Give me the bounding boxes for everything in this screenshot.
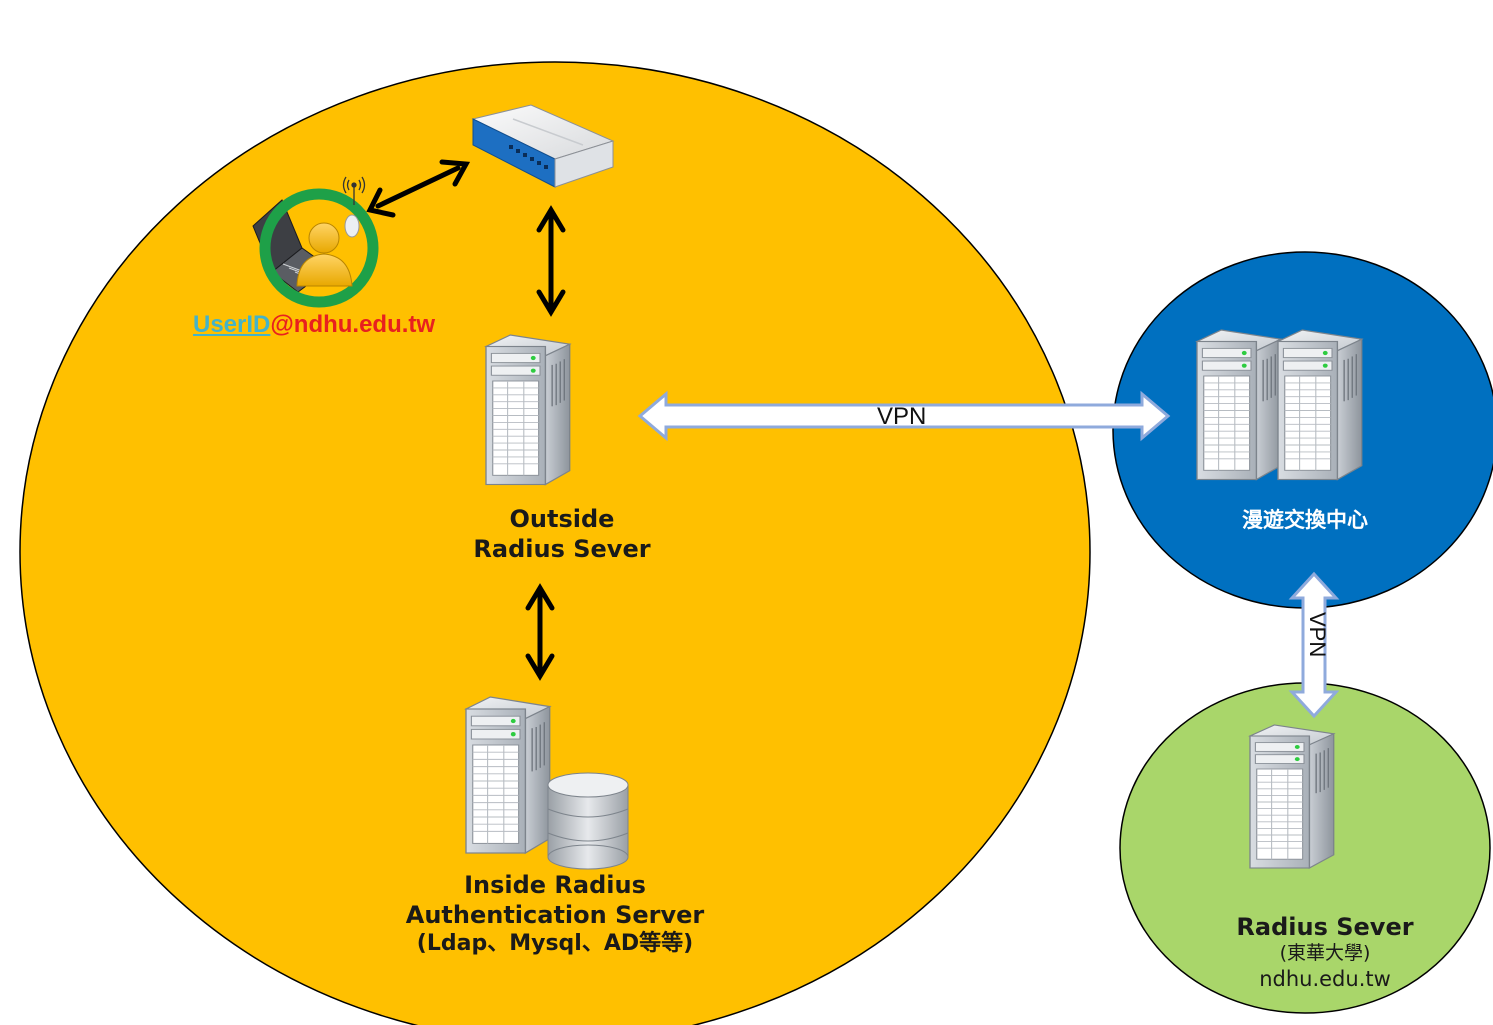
outside-server-line1: Outside xyxy=(509,505,615,533)
user-account-label: UserID@ndhu.edu.tw xyxy=(193,311,435,339)
vpn-vertical-arrow xyxy=(1288,571,1340,719)
outside-server-label: Outside Radius Sever xyxy=(452,504,672,564)
link-switch-outside xyxy=(536,205,566,317)
roaming-center-text: 漫遊交換中心 xyxy=(1242,508,1368,532)
user-highlight-ring xyxy=(259,188,379,308)
inside-server-label: Inside Radius Authentication Server (Lda… xyxy=(380,870,730,958)
inside-server-line2: Authentication Server xyxy=(405,901,705,929)
userid-link[interactable]: UserID xyxy=(193,311,271,338)
user-domain: @ndhu.edu.tw xyxy=(270,311,436,338)
wifi-signal-icon xyxy=(342,176,366,205)
laptop-user-icon xyxy=(252,188,379,308)
outside-radius-server-icon xyxy=(485,334,571,486)
remote-server-line3: ndhu.edu.tw xyxy=(1259,966,1391,991)
link-outside-inside xyxy=(525,583,555,681)
inside-radius-server-icon xyxy=(465,696,551,854)
remote-server-line2: (東華大學) xyxy=(1279,942,1371,964)
switch-icon xyxy=(471,104,615,188)
vpn-vertical-label: VPN xyxy=(1305,612,1330,658)
outside-server-line2: Radius Sever xyxy=(473,535,651,563)
local-campus-zone xyxy=(19,61,1091,1025)
remote-server-label: Radius Sever (東華大學) ndhu.edu.tw xyxy=(1210,912,1440,992)
remote-radius-server-icon xyxy=(1249,724,1335,869)
roaming-server-icon-1 xyxy=(1196,329,1282,481)
roaming-server-icon-2 xyxy=(1277,329,1363,481)
database-icon xyxy=(547,772,629,870)
inside-server-line1: Inside Radius xyxy=(464,871,646,899)
roaming-center-label: 漫遊交換中心 xyxy=(1210,507,1400,533)
vpn-horizontal-arrow xyxy=(637,390,1171,442)
remote-server-line1: Radius Sever xyxy=(1236,913,1414,941)
vpn-horizontal-label: VPN xyxy=(877,403,927,430)
inside-server-line3: (Ldap、Mysql、AD等等) xyxy=(416,931,694,956)
link-user-switch xyxy=(366,159,471,218)
